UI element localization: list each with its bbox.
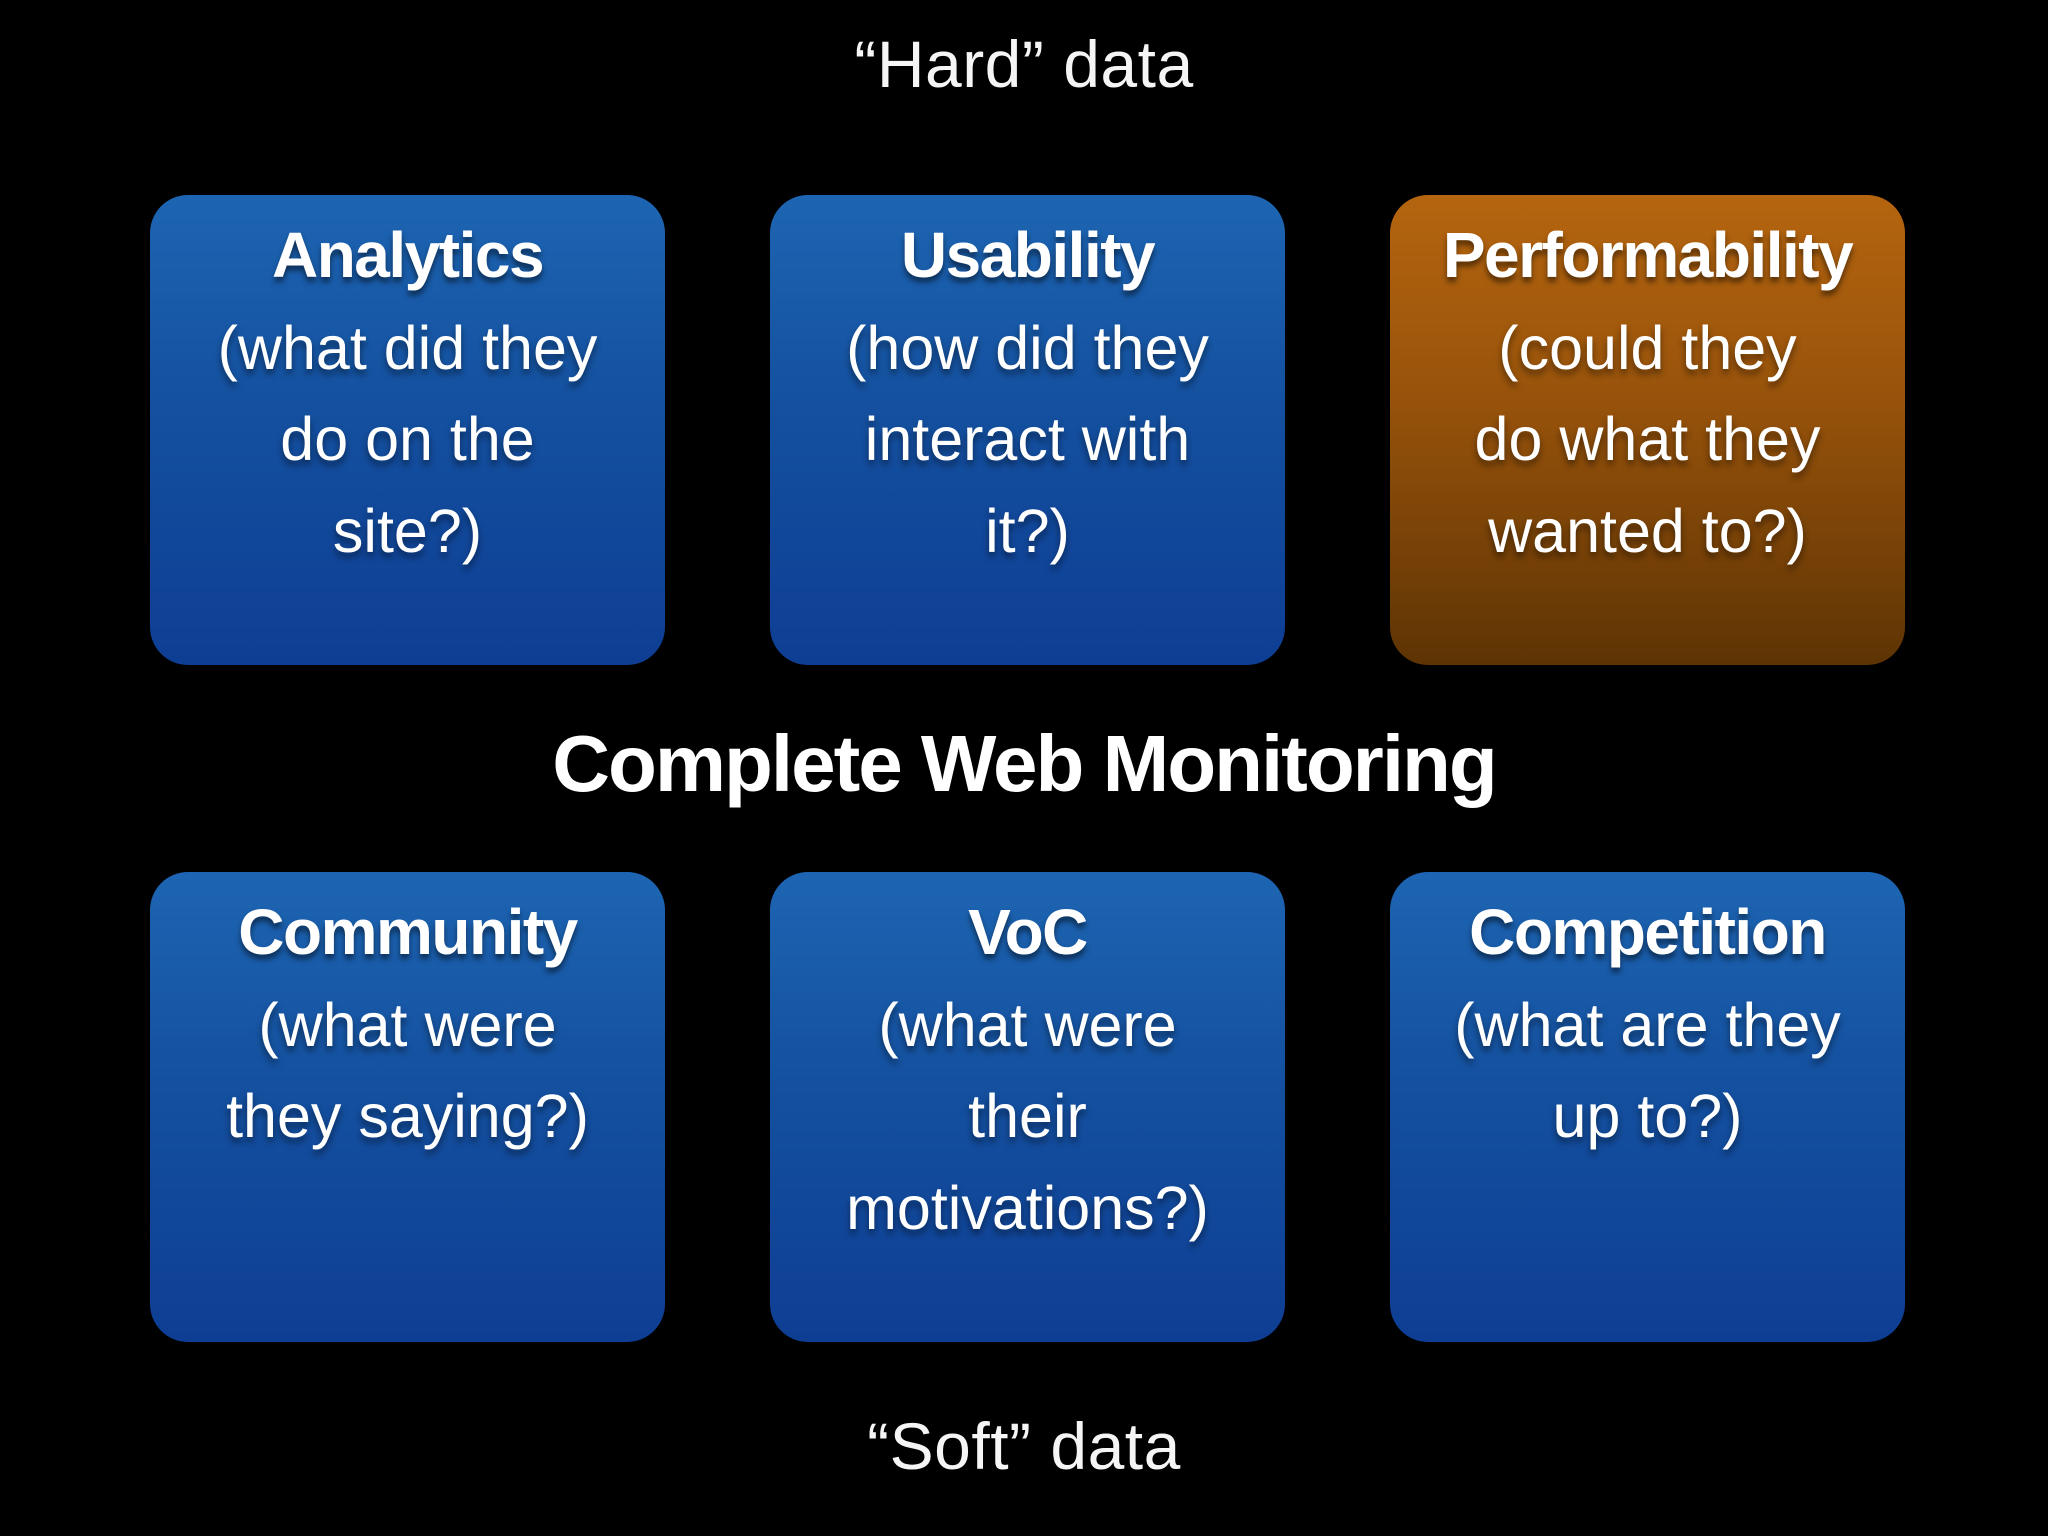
card-subtitle: (how did they interact with it?) bbox=[846, 313, 1209, 565]
card-voc: VoC (what were their motivations?) bbox=[770, 872, 1285, 1342]
card-title: Community bbox=[238, 896, 578, 968]
center-heading: Complete Web Monitoring bbox=[552, 719, 1498, 808]
hard-data-label: “Hard” data bbox=[854, 27, 1194, 101]
card-subtitle: (what did they do on the site?) bbox=[217, 313, 598, 565]
hard-data-row: Analytics (what did they do on the site?… bbox=[150, 195, 1905, 665]
card-competition: Competition (what are they up to?) bbox=[1390, 872, 1905, 1342]
card-subtitle: (what were their motivations?) bbox=[846, 990, 1209, 1242]
card-title: VoC bbox=[968, 896, 1088, 968]
card-title: Usability bbox=[900, 219, 1156, 291]
card-usability: Usability (how did they interact with it… bbox=[770, 195, 1285, 665]
card-performability: Performability (could they do what they … bbox=[1390, 195, 1905, 665]
card-subtitle: (could they do what they wanted to?) bbox=[1474, 313, 1821, 565]
card-community: Community (what were they saying?) bbox=[150, 872, 665, 1342]
card-title: Performability bbox=[1442, 219, 1854, 291]
card-analytics: Analytics (what did they do on the site?… bbox=[150, 195, 665, 665]
card-title: Analytics bbox=[271, 219, 545, 291]
card-subtitle: (what were they saying?) bbox=[226, 990, 589, 1151]
card-title: Competition bbox=[1469, 896, 1827, 968]
soft-data-row: Community (what were they saying?) VoC (… bbox=[150, 872, 1905, 1342]
soft-data-label: “Soft” data bbox=[867, 1409, 1181, 1483]
card-subtitle: (what are they up to?) bbox=[1454, 990, 1841, 1151]
